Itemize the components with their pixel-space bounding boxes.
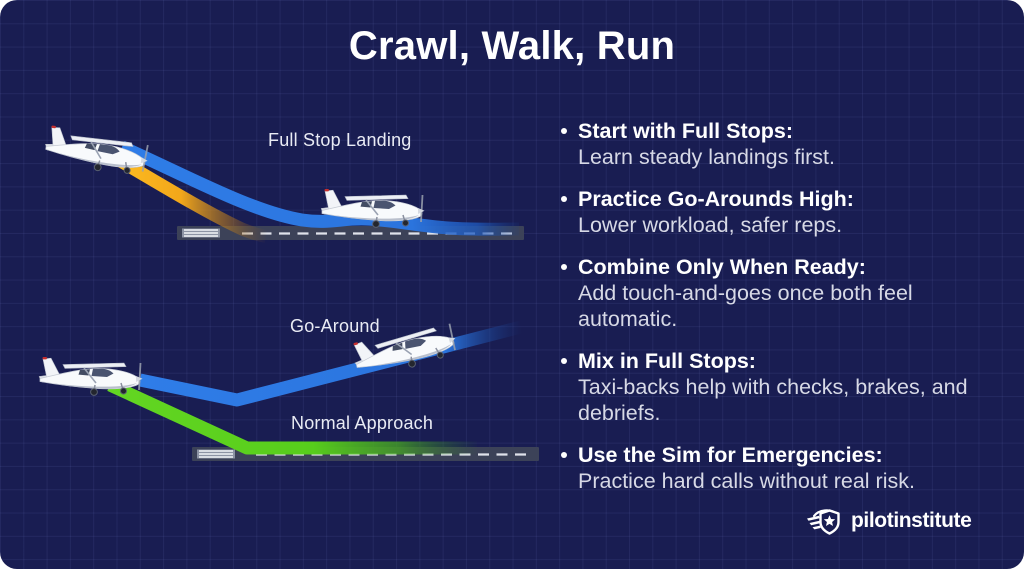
list-item: Mix in Full Stops: Taxi-backs help with … (560, 348, 994, 426)
full-stop-landing-label: Full Stop Landing (268, 130, 412, 150)
tip-heading: Practice Go-Arounds High: (578, 187, 854, 211)
tip-heading: Start with Full Stops: (578, 119, 793, 143)
list-item: Practice Go-Arounds High: Lower workload… (560, 186, 994, 238)
normal-approach-label: Normal Approach (291, 413, 434, 433)
page-title: Crawl, Walk, Run (348, 24, 676, 68)
bullet-dot-icon (561, 452, 567, 458)
full-stop-approach-path-blue (119, 141, 520, 236)
tip-body: Taxi-backs help with checks, brakes, and… (578, 375, 968, 425)
normal-approach-path-green (107, 379, 477, 455)
tip-body: Learn steady landings first. (578, 145, 835, 169)
bullet-dot-icon (561, 196, 567, 202)
go-around-path-faded-yellow (108, 150, 268, 243)
tip-heading: Mix in Full Stops: (578, 349, 756, 373)
list-item: Combine Only When Ready: Add touch-and-g… (560, 254, 994, 332)
full-stop-landing-diagram (41, 124, 524, 243)
go-around-diagram (38, 316, 539, 461)
pilot-institute-logo: pilotinstitute (806, 505, 972, 537)
bullet-dot-icon (561, 358, 567, 364)
tips-list: Start with Full Stops: Learn steady land… (560, 118, 994, 510)
tip-heading: Use the Sim for Emergencies: (578, 443, 883, 467)
list-item: Start with Full Stops: Learn steady land… (560, 118, 994, 170)
tip-heading: Combine Only When Ready: (578, 255, 866, 279)
runway-bottom-threshold-stripes (199, 450, 233, 458)
go-around-label: Go-Around (290, 316, 380, 336)
bullet-dot-icon (561, 128, 567, 134)
tip-body: Add touch-and-goes once both feel automa… (578, 281, 913, 331)
go-around-path-blue (138, 320, 523, 407)
winged-shield-star-icon (807, 509, 840, 535)
logo-wordmark: pilotinstitute (851, 509, 972, 532)
tip-body: Practice hard calls without real risk. (578, 469, 915, 493)
list-item: Use the Sim for Emergencies: Practice ha… (560, 442, 994, 494)
runway-top-threshold-stripes (184, 229, 218, 237)
bullet-dot-icon (561, 264, 567, 270)
tip-body: Lower workload, safer reps. (578, 213, 843, 237)
